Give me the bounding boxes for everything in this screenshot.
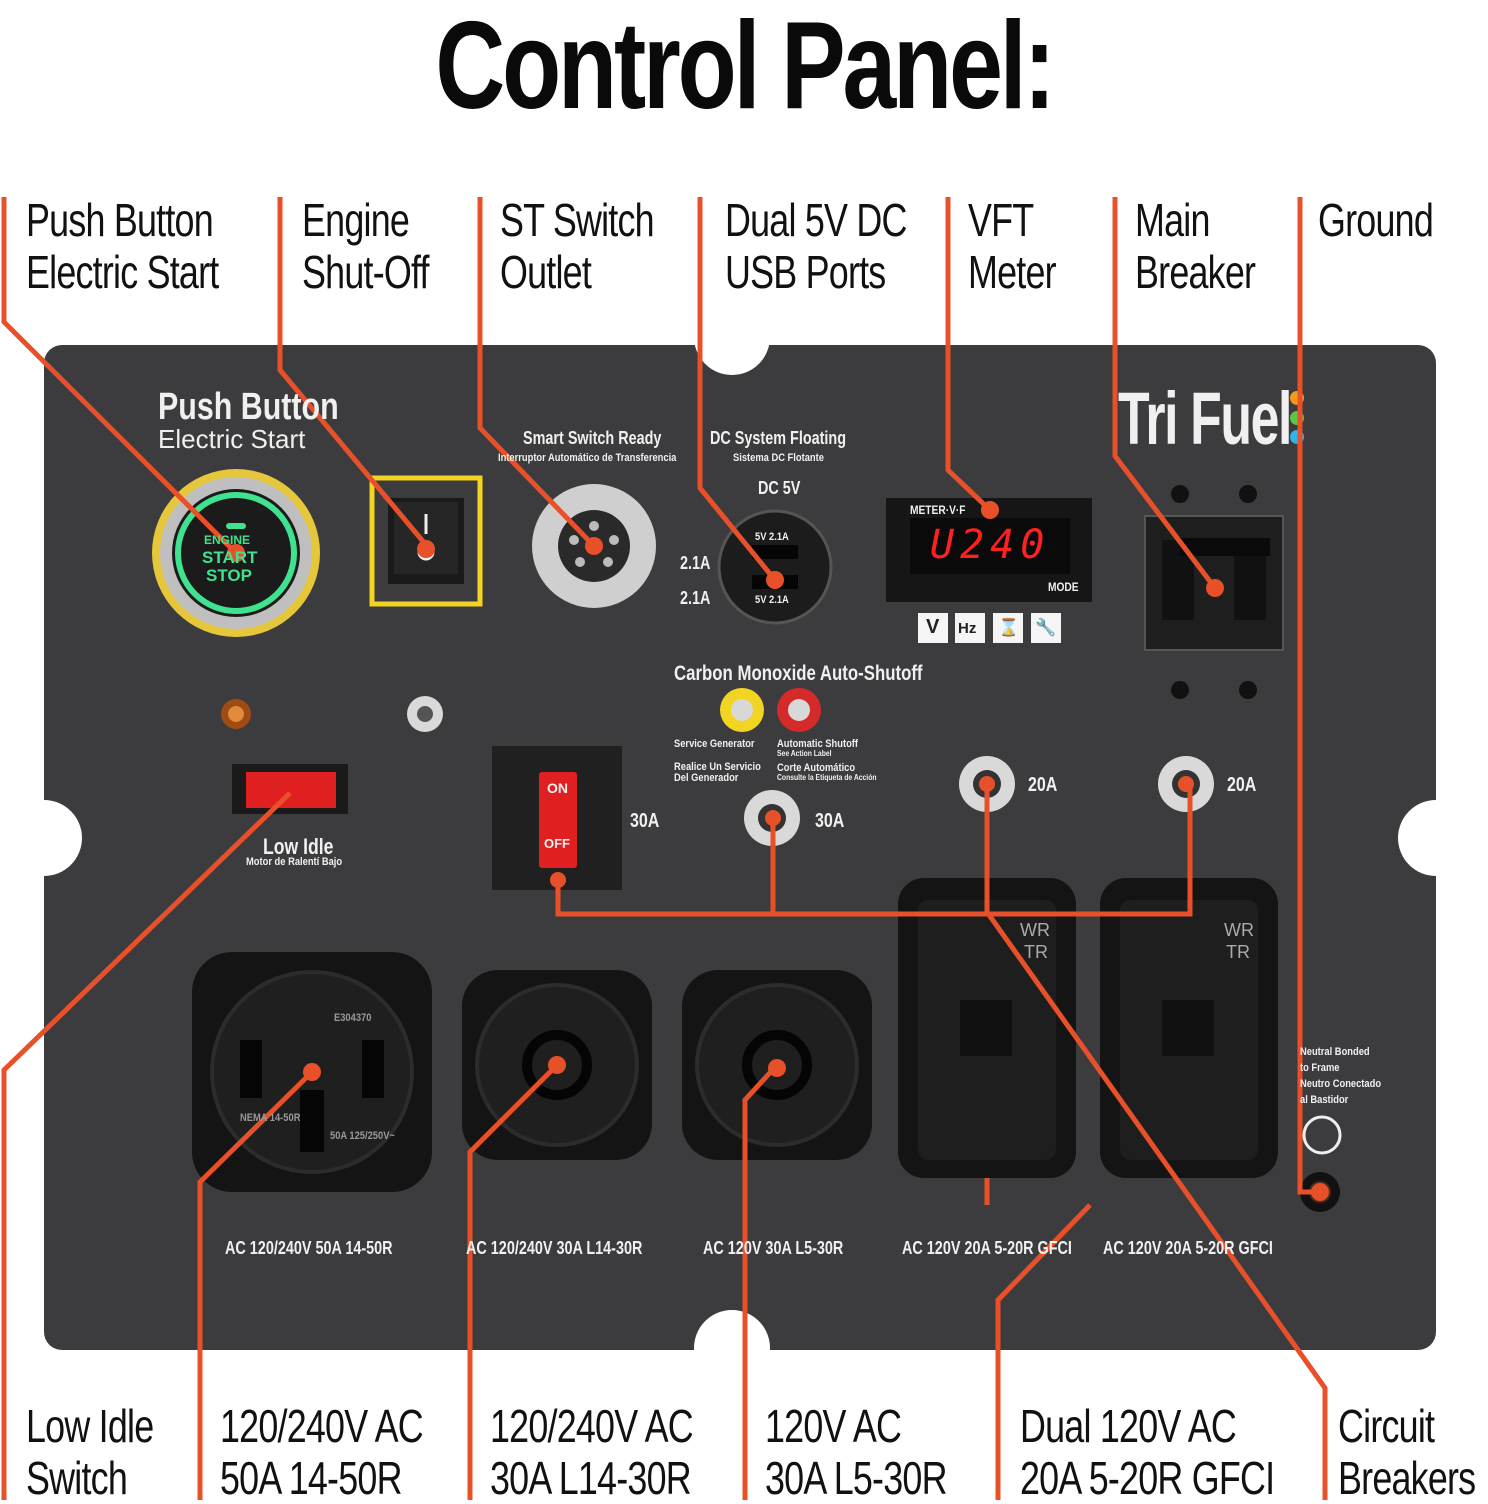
outlet-14-50r-rating: 50A 125/250V~ xyxy=(330,1130,395,1142)
callout-ground: Ground xyxy=(1318,194,1434,246)
outlet-label-l5-30r: AC 120V 30A L5-30R xyxy=(703,1238,844,1258)
gfci-1-tr: TR xyxy=(1024,942,1048,962)
gfci-2-wr: WR xyxy=(1224,920,1254,940)
panel-notch xyxy=(694,1310,770,1386)
smart-switch-subtitle: Interruptor Automático de Transferencia xyxy=(498,452,677,464)
gfci-2-tr: TR xyxy=(1226,942,1250,962)
dc-system-subtitle: Sistema DC Flotante xyxy=(733,452,824,464)
panel-notch xyxy=(6,800,82,876)
breaker-20a-label-1: 20A xyxy=(1028,774,1058,796)
ground-note-3: Neutro Conectado xyxy=(1300,1078,1382,1090)
outlet-label-gfci-1: AC 120V 20A 5-20R GFCI xyxy=(902,1238,1072,1258)
breaker-30a-label: 30A xyxy=(815,810,845,832)
control-panel xyxy=(6,299,1474,1386)
low-idle-title: Low Idle xyxy=(263,834,334,859)
switch-30a-label: 30A xyxy=(630,810,660,832)
auto-shutoff-sub-2: Consulte la Etiqueta de Acción xyxy=(777,773,877,782)
start-label-stop: STOP xyxy=(206,566,252,585)
usb-amp-1: 2.1A xyxy=(680,553,711,573)
outlet-label-l14-30r: AC 120/240V 30A L14-30R xyxy=(466,1238,643,1258)
brand-logo: Tri Fuel xyxy=(1118,377,1292,460)
service-label: Service Generator xyxy=(674,738,755,750)
meter-button-v[interactable]: V xyxy=(926,616,940,638)
push-button-title: Push Button xyxy=(158,386,339,428)
outlet-label-14-50r: AC 120/240V 50A 14-50R xyxy=(225,1238,393,1258)
panel-notch xyxy=(694,299,770,375)
meter-button-service[interactable]: 🔧 xyxy=(1035,618,1057,637)
ground-note-1: Neutral Bonded xyxy=(1300,1046,1370,1058)
switch-on-label: ON xyxy=(547,780,568,796)
start-label-engine: ENGINE xyxy=(204,533,251,547)
page-title: Control Panel: xyxy=(435,0,1055,135)
breaker-20a-label-2: 20A xyxy=(1227,774,1257,796)
smart-switch-title: Smart Switch Ready xyxy=(523,428,662,448)
usb-bottom-label: 5V 2.1A xyxy=(755,594,789,606)
usb-top-label: 5V 2.1A xyxy=(755,531,789,543)
auto-shutoff-sub-0: See Action Label xyxy=(777,749,832,758)
meter-mode-label: MODE xyxy=(1048,580,1079,594)
outlet-14-50r-nema: NEMA 14-50R xyxy=(240,1112,301,1124)
switch-off-label: OFF xyxy=(544,836,570,851)
start-label-start: START xyxy=(202,548,258,567)
ground-note-4: al Bastidor xyxy=(1300,1094,1349,1106)
ground-note-2: to Frame xyxy=(1300,1062,1340,1074)
meter-brand: METER·V·F xyxy=(910,503,966,517)
service-sub-1: Realice Un Servicio xyxy=(674,761,761,773)
meter-reading: U240 xyxy=(930,522,1051,568)
auto-shutoff-label: Automatic Shutoff xyxy=(777,738,859,750)
auto-shutoff-sub-1: Corte Automático xyxy=(777,762,856,774)
meter-button-hz[interactable]: Hz xyxy=(958,620,977,637)
dc-system-title: DC System Floating xyxy=(710,428,847,448)
low-idle-subtitle: Motor de Ralentí Bajo xyxy=(246,856,343,868)
usb-amp-2: 2.1A xyxy=(680,588,711,608)
service-sub-2: Del Generador xyxy=(674,772,739,784)
push-button-subtitle: Electric Start xyxy=(158,424,306,454)
panel-notch xyxy=(1398,800,1474,876)
outlet-label-gfci-2: AC 120V 20A 5-20R GFCI xyxy=(1103,1238,1273,1258)
co-title: Carbon Monoxide Auto-Shutoff xyxy=(674,662,923,685)
meter-button-timer[interactable]: ⌛ xyxy=(998,618,1020,637)
dc-5v-label: DC 5V xyxy=(758,478,801,498)
outlet-14-50r-code: E304370 xyxy=(334,1012,372,1024)
gfci-1-wr: WR xyxy=(1020,920,1050,940)
